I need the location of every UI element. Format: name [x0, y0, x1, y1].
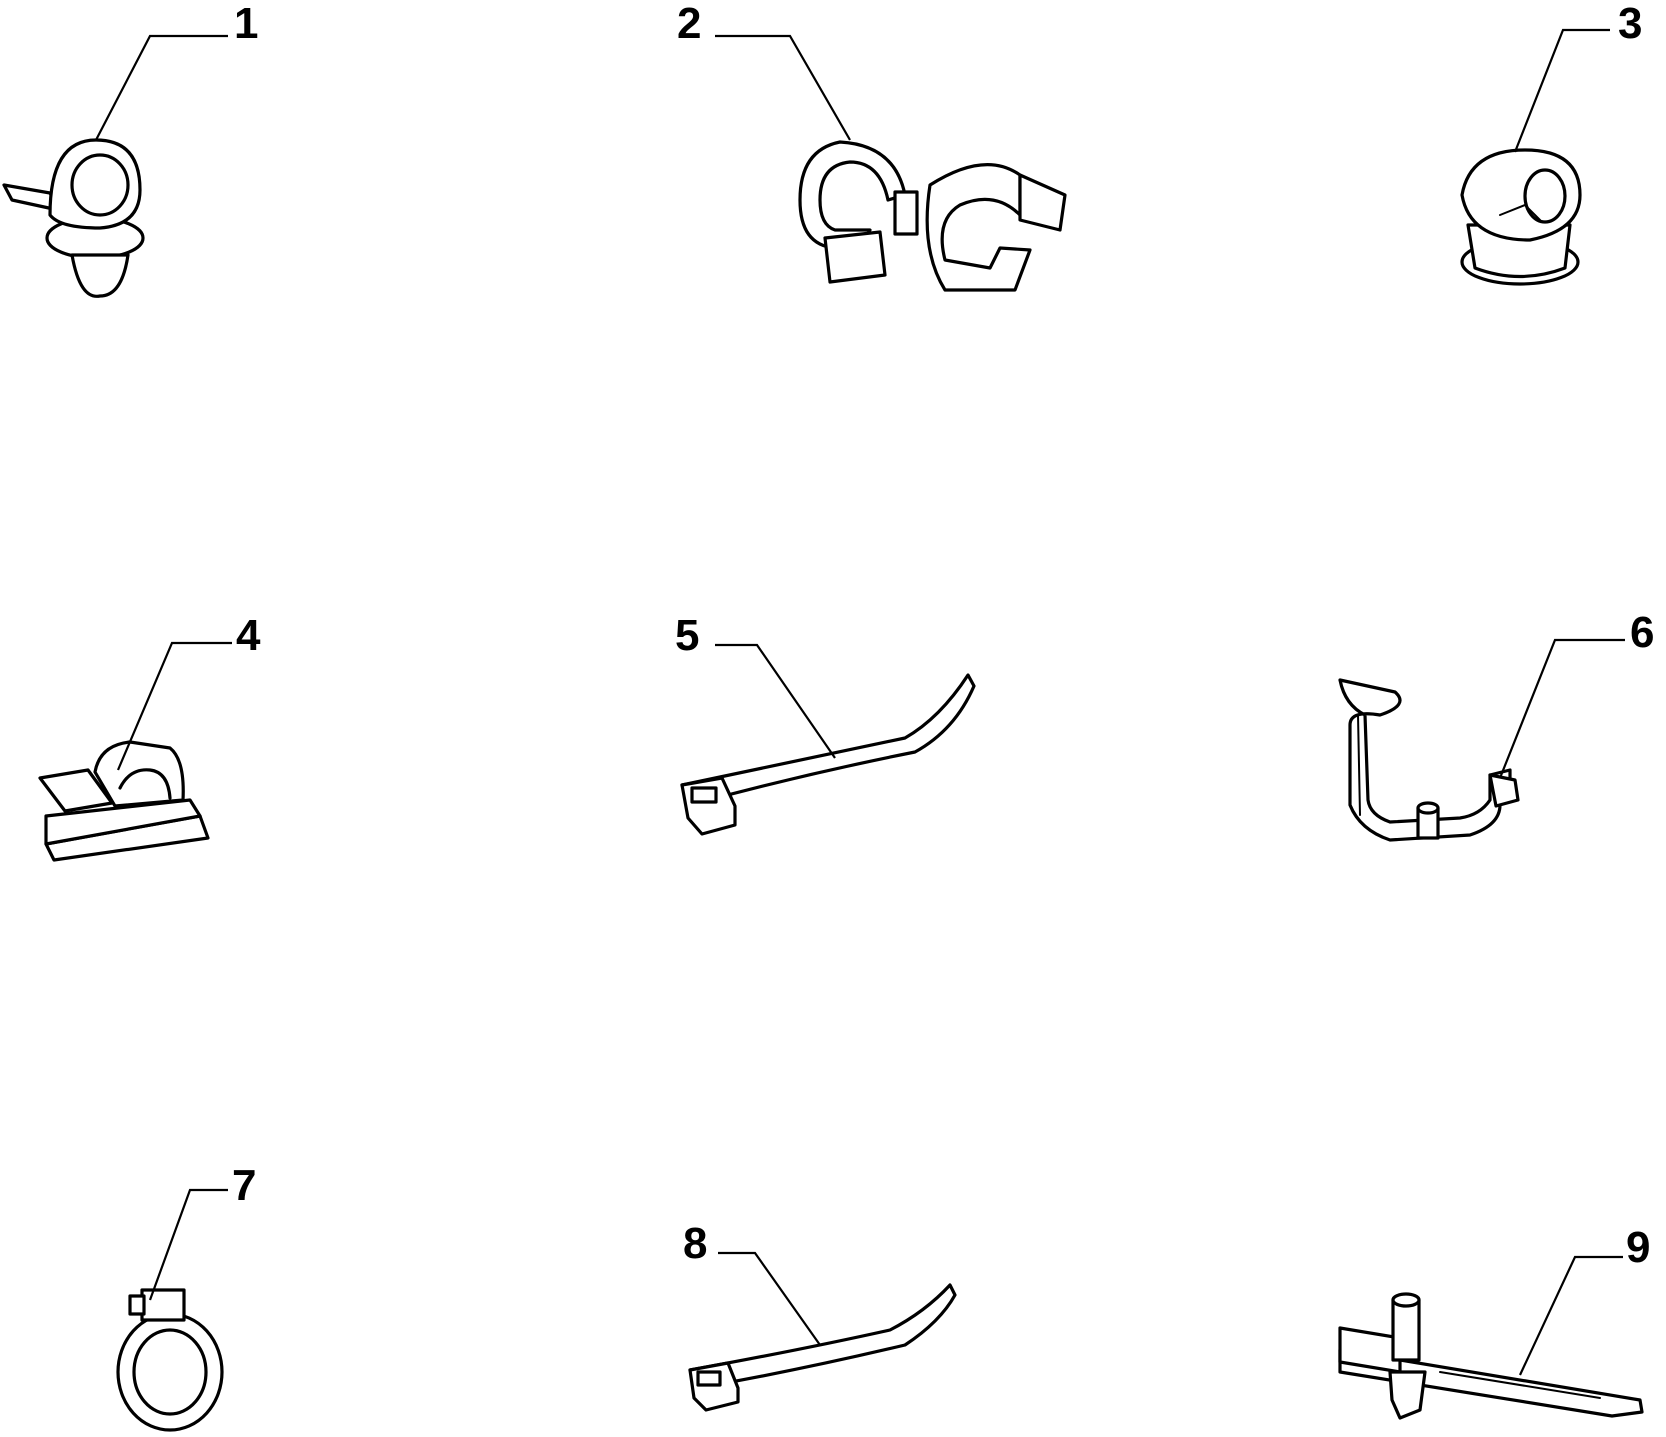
part-7-hose-clamp-drawing [116, 1288, 224, 1432]
leader-2 [715, 34, 851, 141]
leader-7 [148, 1188, 228, 1301]
callout-2: 2 [677, 0, 701, 48]
part-4-flat-clip-drawing [38, 740, 210, 862]
leader-8 [718, 1251, 821, 1346]
callout-4: 4 [236, 611, 261, 660]
part-5-cable-tie-drawing [680, 673, 976, 836]
part-9-anchor-tie-drawing [1338, 1292, 1644, 1420]
leader-3 [1513, 28, 1610, 153]
part-2-double-holder-drawing [798, 140, 1067, 292]
callout-9: 9 [1626, 1223, 1650, 1272]
leader-6 [1498, 638, 1625, 779]
leader-9 [1519, 1255, 1623, 1376]
callout-6: 6 [1630, 608, 1654, 657]
leader-5 [715, 643, 836, 759]
part-3-grommet-drawing [1460, 148, 1582, 286]
part-1-clip-drawing [2, 138, 145, 298]
part-8-cable-tie-drawing [688, 1283, 957, 1412]
callout-5: 5 [675, 611, 699, 660]
callout-7: 7 [232, 1161, 256, 1210]
callout-8: 8 [683, 1219, 707, 1268]
callout-1: 1 [234, 0, 258, 48]
leader-1 [95, 34, 228, 141]
part-6-bracket-drawing [1338, 678, 1520, 842]
callout-3: 3 [1618, 0, 1642, 48]
leader-4 [116, 641, 232, 771]
